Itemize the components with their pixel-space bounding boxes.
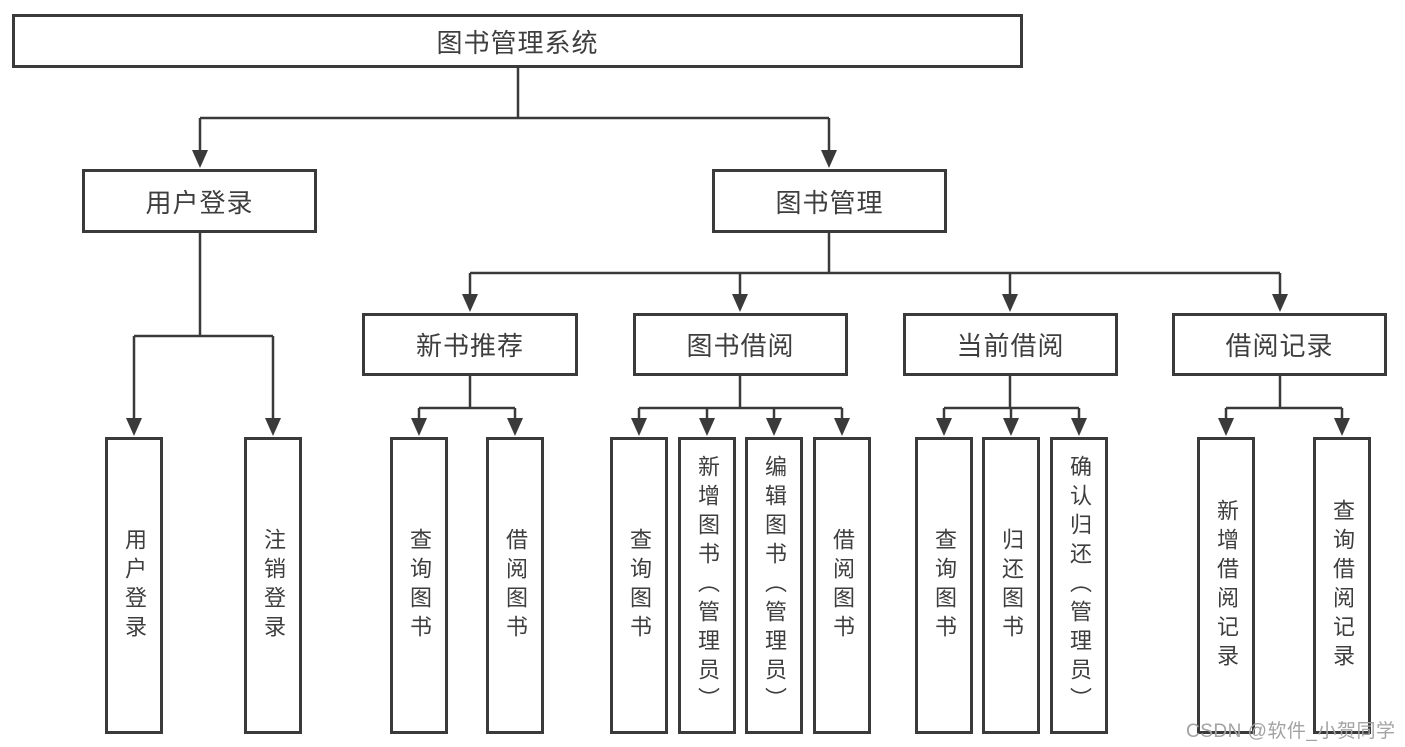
leaf-label: 确认归还（管理员） (1067, 455, 1092, 716)
leaf-label: 查询图书 (407, 527, 432, 644)
node-library-system: 图书管理系统 (12, 14, 1023, 68)
connector-newbook-to-leaves (417, 375, 517, 419)
csdn-watermark: CSDN @软件_小贺同学 (1186, 721, 1396, 742)
leaf-label: 新增图书（管理员） (695, 455, 720, 716)
arrowheads-current-leaves (936, 418, 1087, 436)
leaf-label: 查询借阅记录 (1330, 498, 1355, 673)
connector-records-to-leaves (1224, 375, 1344, 419)
leaf-query-books-borrow: 查询图书 (610, 437, 668, 734)
leaf-label: 借阅图书 (830, 527, 855, 644)
connector-borrow-to-leaves (637, 375, 844, 419)
arrowheads-level2 (462, 294, 1288, 312)
node-user-login: 用户登录 (82, 169, 317, 233)
leaf-label: 查询图书 (932, 527, 957, 644)
leaf-add-borrow-record: 新增借阅记录 (1197, 437, 1255, 734)
leaf-query-books-current: 查询图书 (915, 437, 973, 734)
leaf-user-login: 用户登录 (105, 437, 163, 734)
leaf-query-borrow-record: 查询借阅记录 (1313, 437, 1371, 734)
arrowheads-borrow-leaves (631, 418, 850, 436)
leaf-label: 新增借阅记录 (1214, 498, 1239, 673)
arrowheads-level1 (192, 150, 837, 168)
leaf-confirm-return-admin: 确认归还（管理员） (1050, 437, 1108, 734)
leaf-label: 借阅图书 (503, 527, 528, 644)
node-borrow-records: 借阅记录 (1172, 313, 1387, 376)
leaf-query-books-recommend: 查询图书 (390, 437, 448, 734)
leaf-borrow-books-recommend: 借阅图书 (486, 437, 544, 734)
leaf-label: 用户登录 (122, 527, 147, 644)
node-current-borrow: 当前借阅 (903, 313, 1118, 376)
leaf-add-books-admin: 新增图书（管理员） (678, 437, 736, 734)
node-book-management: 图书管理 (712, 169, 947, 233)
connector-current-to-leaves (942, 375, 1081, 419)
leaf-label: 归还图书 (999, 527, 1024, 644)
connector-bookmgmt-to-level2 (468, 232, 1282, 295)
node-new-book-recommend: 新书推荐 (362, 313, 578, 376)
leaf-borrow-books: 借阅图书 (813, 437, 871, 734)
leaf-return-books: 归还图书 (982, 437, 1040, 734)
arrowheads-userlogin-leaves (126, 418, 281, 436)
arrowheads-newbook-leaves (411, 418, 523, 436)
node-book-borrow: 图书借阅 (633, 313, 848, 376)
leaf-edit-books-admin: 编辑图书（管理员） (745, 437, 803, 734)
connector-userlogin-to-leaves (132, 232, 275, 419)
leaf-logout: 注销登录 (244, 437, 302, 734)
leaf-label: 注销登录 (261, 527, 286, 644)
connector-root-to-level1 (198, 67, 831, 151)
leaf-label: 查询图书 (627, 527, 652, 644)
leaf-label: 编辑图书（管理员） (762, 455, 787, 716)
arrowheads-records-leaves (1218, 418, 1350, 436)
